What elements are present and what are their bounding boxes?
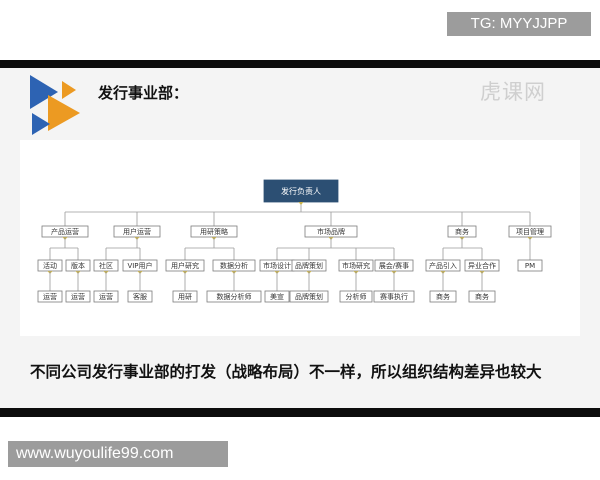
department-label: 用研策略	[200, 227, 228, 236]
role-box	[172, 290, 198, 303]
role-label: 运营	[99, 292, 113, 301]
team-label: 用户研究	[171, 261, 199, 270]
role-box	[65, 290, 91, 303]
role-label: 用研	[178, 293, 192, 301]
team-label: 市场设计	[263, 261, 291, 270]
role-label: 分析师	[346, 292, 367, 301]
role-box	[264, 290, 290, 303]
bottom-letterbox-bar	[0, 408, 600, 417]
role-box	[373, 290, 415, 303]
role-label: 商务	[436, 292, 450, 301]
org-chart-card: 发行负责人产品运营活动运营 版本运营 用户运营社区运营 VIP用户客服 用研策略用户研究…	[20, 140, 580, 336]
team-label: 版本	[71, 261, 85, 270]
connector-marker	[298, 202, 304, 205]
department-label: 市场品牌	[317, 227, 345, 236]
top-letterbox-bar	[0, 60, 600, 68]
team-label: 展会/赛事	[379, 261, 409, 270]
role-box	[289, 290, 329, 303]
website-overlay: www.wuyoulife99.com	[8, 441, 228, 467]
team-label: 品牌策划	[295, 261, 323, 270]
slide-caption: 不同公司发行事业部的打发（战略布局）不一样，所以组织结构差异也较大	[30, 363, 542, 381]
triangle-logo-icon	[30, 75, 80, 135]
department-label: 用户运营	[123, 227, 151, 236]
department-label: 商务	[455, 227, 469, 236]
team-label: 市场研究	[342, 261, 370, 270]
role-box	[468, 290, 496, 303]
team-label: 产品引入	[429, 261, 457, 270]
team-label: PM	[525, 262, 535, 270]
role-label: 赛事执行	[380, 292, 408, 301]
role-label: 美宣	[270, 292, 284, 301]
role-label: 品牌策划	[295, 292, 323, 301]
tg-handle-overlay: TG: MYYJJPP	[447, 12, 591, 36]
department-label: 项目管理	[516, 227, 544, 236]
team-label: 活动	[43, 261, 57, 270]
team-label: 数据分析	[220, 261, 248, 270]
slide: 发行事业部： 虎课网 发行负责人产品运营活动运营 版本运营 用户运营社区运营 VIP用…	[0, 68, 600, 408]
role-box	[339, 290, 373, 303]
department-label: 产品运营	[51, 227, 79, 236]
team-label: 社区	[99, 261, 113, 270]
role-label: 运营	[43, 292, 57, 301]
slide-heading: 发行事业部：	[98, 84, 189, 102]
role-label: 运营	[71, 292, 85, 301]
huke-watermark: 虎课网	[480, 80, 546, 104]
role-box	[206, 290, 262, 303]
role-box	[37, 290, 63, 303]
role-box	[127, 290, 153, 303]
team-label: VIP用户	[127, 261, 152, 270]
root-label: 发行负责人	[281, 186, 321, 196]
team-box	[517, 259, 543, 272]
role-box	[429, 290, 457, 303]
team-label: 异业合作	[468, 261, 496, 270]
role-box	[93, 290, 119, 303]
role-label: 数据分析师	[217, 292, 252, 301]
role-label: 客服	[133, 292, 147, 301]
role-label: 商务	[475, 292, 489, 301]
